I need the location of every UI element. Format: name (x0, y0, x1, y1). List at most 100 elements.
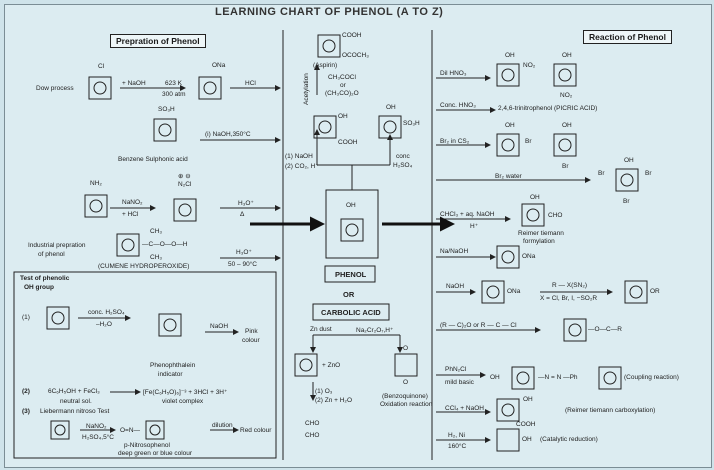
rxn-coup2: mild basic (445, 379, 474, 386)
rxn-dil-oh: OH (505, 52, 515, 59)
cumene-c1: H₃O⁺ (236, 249, 252, 256)
conc-2: H₂SO₄ (393, 162, 413, 169)
rxn-dil: Dil HNO₃ (440, 70, 467, 77)
oxidant: Na₂Cr₂O₇,H⁺ (356, 327, 394, 334)
rxn-rt-cho: CHO (548, 212, 563, 219)
diazo-r2: + HCl (122, 211, 139, 218)
rxn-naoh: NaOH (446, 283, 465, 290)
rxn-dil-no2: NO₂ (523, 62, 536, 69)
rxn-red1: H₂, Ni (448, 432, 465, 439)
dow-acid: HCl (245, 80, 256, 87)
zn-dust: Zn dust (310, 326, 332, 333)
cho-2: CHO (305, 432, 320, 439)
acyl-1: CH₃COCl (328, 74, 356, 81)
diazo-c2: Δ (240, 211, 245, 218)
carbolic-label: CARBOLIC ACID (321, 308, 381, 317)
or-label: OR (343, 290, 355, 299)
diazo-prod: N₂Cl (178, 181, 192, 188)
conc-1: conc (396, 153, 410, 160)
rxn-rt3: Reimer tiemann (518, 230, 564, 237)
test-phth1: Phenophthalein (150, 362, 196, 369)
rxn-ester-prod: —O—C—R (588, 326, 622, 333)
test-ferric: 6C₆H₅OH + FeCl₃ (48, 388, 100, 395)
salicylic-oh: OH (338, 113, 348, 120)
rxn-tbp-br2: Br (645, 170, 652, 177)
rxn-rt1: CHCl₃ + aq. NaOH (440, 211, 495, 218)
rxn-conc: Conc. HNO₃ (440, 102, 476, 109)
acetylation-label: Acetylation (303, 73, 310, 105)
rxn-br-oh2: OH (562, 122, 572, 129)
diazo-charge: ⊕ ⊖ (178, 173, 191, 180)
bq-2: Oxidation reaction (380, 401, 433, 408)
rxn-dil-oh2: OH (562, 52, 572, 59)
rxn-catalytic: (Catalytic reduction) (540, 436, 598, 443)
cho-1: CHO (305, 420, 320, 427)
cumene-formula: —C—O—O—H (142, 241, 188, 248)
test-naoh: NaOH (210, 323, 229, 330)
cumene-name: (CUMENE HYDROPEROXIDE) (98, 263, 190, 270)
rxn-tbp-br3: Br (623, 198, 630, 205)
test-conc: conc. H₂SO₄ (88, 309, 125, 316)
acyl-3: (CH₃CO)₂O (325, 90, 359, 97)
rxn-na-ona: ONa (522, 253, 536, 260)
test-header2: OH group (24, 284, 54, 291)
salicylic-cooh: COOH (338, 139, 358, 146)
rxn-tbp-oh: OH (624, 157, 634, 164)
cumene-l2: of phenol (38, 251, 65, 258)
rxn-rtc-cooh: COOH (516, 421, 536, 428)
page-title: LEARNING CHART OF PHENOL (A TO Z) (215, 6, 444, 18)
test-nitroso: O=N— (120, 427, 141, 434)
rxn-na: Na/NaOH (440, 248, 469, 255)
test-dilution: dilution (212, 422, 233, 429)
cumene-l1: Industrial prepration (28, 242, 86, 249)
sulfonic-sub: SO₃H (158, 106, 175, 113)
rxn-br1: Br (525, 138, 532, 145)
test-pnitro: p-Nitrosophenol (124, 442, 170, 449)
rxn-tbp-br1: Br (598, 170, 605, 177)
kolbe-1: (1) NaOH (285, 153, 313, 160)
aspirin-ococh3: OCOCH₃ (342, 52, 369, 59)
sulfonic-reagent: (i) NaOH,350°C (205, 131, 251, 138)
rxn-br-water: Br₂ water (495, 173, 522, 180)
rxn-br2: Br (562, 163, 569, 170)
test-red: Red colour (240, 427, 272, 434)
test-h2so4: H₂SO₄,5°C (82, 434, 114, 441)
rxn-ester1: (R — C)₂O or R — C — Cl (440, 322, 517, 329)
test-pink1: Pink (245, 328, 258, 335)
test-violet: violet complex (162, 398, 204, 405)
test-phth2: indicator (158, 371, 183, 378)
cumene-ch3a: CH₃ (150, 228, 163, 235)
ozon-2: (2) Zn + H₂O (315, 397, 353, 404)
rxn-azo: —N = N —Ph (538, 374, 578, 381)
bq-o-bot: O (403, 379, 409, 386)
rxn-header: Reaction of Phenol (583, 30, 672, 44)
rxn-or: OR (650, 288, 660, 295)
psa-so3h: SO₃H (403, 120, 420, 127)
rxn-rtc2: (Reimer tiemann carboxylation) (565, 407, 656, 414)
rxn-ona2: ONa (507, 288, 521, 295)
rxn-red2: 160°C (448, 443, 467, 450)
rxn-rt2: H⁺ (470, 223, 479, 230)
rxn-rt4: formylation (523, 238, 555, 245)
phenol-label: PHENOL (335, 270, 367, 279)
test-n3: (3) (22, 408, 30, 415)
cumene-ch3b: CH₃ (150, 254, 163, 261)
rxn-rt-oh: OH (530, 194, 540, 201)
test-lieb: Liebermann nitroso Test (40, 408, 110, 415)
ozon-1: (1) O₃ (315, 388, 333, 395)
sulfonic-name: Benzene Sulphonic acid (118, 156, 188, 163)
rxn-rtc1: CCl₄ + NaOH (445, 405, 484, 412)
rxn-br-oh1: OH (505, 122, 515, 129)
rxn-coup-oh: OH (490, 374, 500, 381)
dow-reagent: + NaOH (122, 80, 146, 87)
diazo-sub: NH₂ (90, 180, 102, 187)
test-nano2: NaNO₂ (86, 423, 107, 430)
acyl-2: or (340, 82, 346, 89)
diazo-c1: H₃O⁺ (238, 200, 254, 207)
rxn-br-cs2: Br₂ in CS₂ (440, 138, 470, 145)
dow-sub: Cl (98, 63, 105, 70)
rxn-rx2: X = Cl, Br, I, −SO₂R (540, 295, 598, 302)
rxn-coup1: PhN₂Cl (445, 366, 467, 373)
test-complex: [Fe(C₆H₅O)₆]⁻³ + 3HCl + 3H⁺ (143, 389, 228, 396)
